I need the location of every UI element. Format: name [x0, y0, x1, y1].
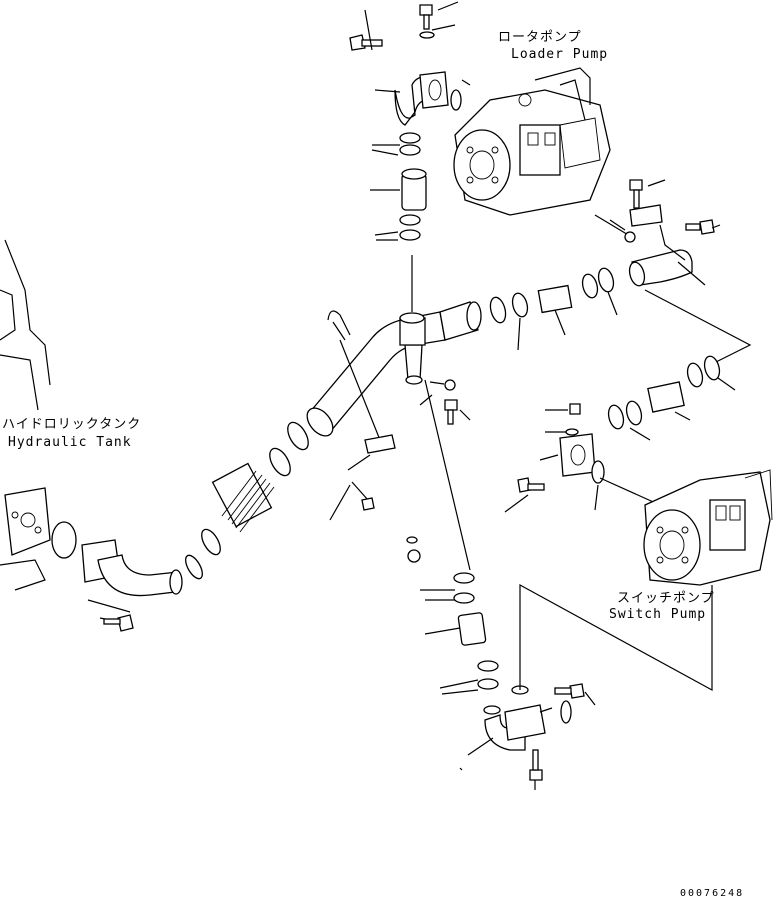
switch-pump [643, 469, 773, 586]
upper-pipe [349, 1, 471, 312]
switch-pump-label-en: Switch Pump [609, 607, 707, 622]
loader-pump [453, 67, 611, 216]
switch-pump-label-jp: スイッチポンプ [617, 591, 715, 606]
right-pipe-upper [489, 179, 752, 366]
hydraulic-tank-label-en: Hydraulic Tank [8, 435, 132, 450]
tank-elbow [81, 539, 183, 632]
right-pipe-lower [504, 355, 736, 513]
loader-pump-label-en: Loader Pump [511, 47, 609, 62]
hydraulic-tank-label-jp: ハイドロリックタンク [2, 417, 142, 432]
loader-pump-label-jp: ロータポンプ [498, 30, 582, 45]
hydraulic-tank [0, 239, 77, 591]
drawing-number: 00076248 [680, 888, 745, 899]
lower-hose-assembly [185, 421, 309, 580]
main-suction-tube [306, 301, 482, 521]
lower-branch [406, 379, 713, 790]
